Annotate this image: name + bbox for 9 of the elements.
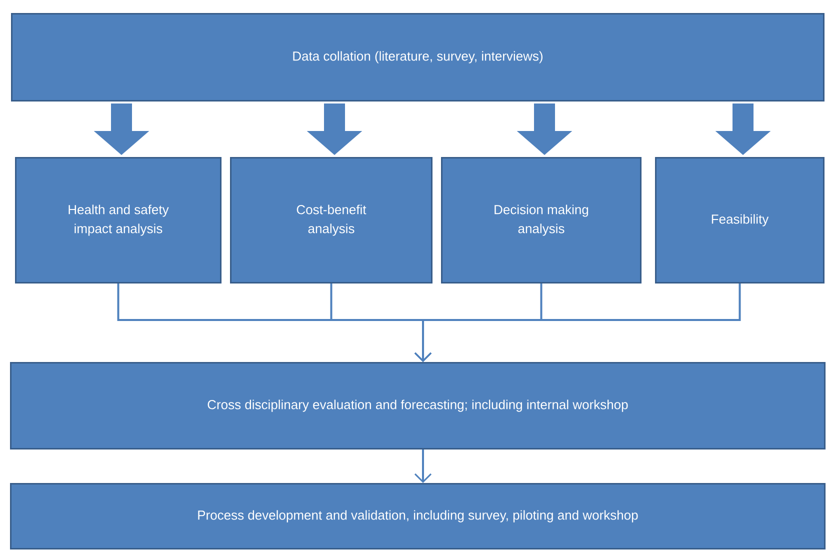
process-box: Data collation (literature, survey, interviews) — [11, 13, 825, 102]
process-box: Health and safety impact analysis — [15, 157, 222, 284]
process-box: Feasibility — [655, 157, 825, 284]
process-box: Decision making analysis — [441, 157, 642, 284]
process-box: Process development and validation, including survey, piloting and workshop — [10, 483, 826, 550]
process-box: Cross disciplinary evaluation and forecasting; including internal workshop — [10, 362, 826, 450]
connector-arrow — [414, 450, 432, 483]
process-box: Cost-benefit analysis — [230, 157, 432, 284]
connector-arrow — [414, 284, 741, 362]
